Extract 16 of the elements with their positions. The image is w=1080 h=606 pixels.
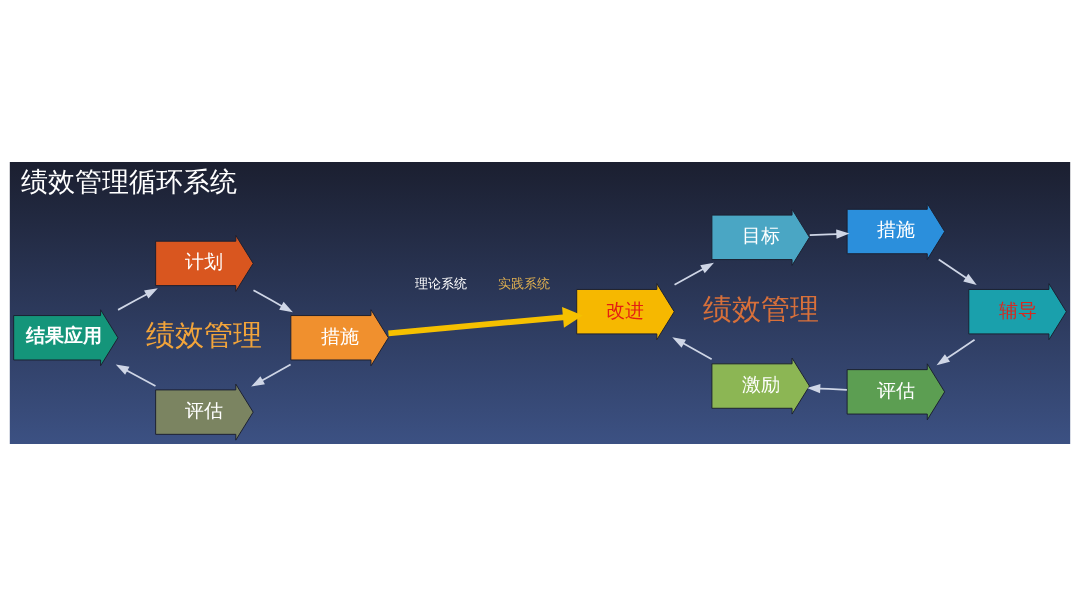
label: 理论系统 [415,275,468,291]
diagram-title: 绩效管理循环系统 [21,166,238,198]
arrow [937,258,977,285]
arrow [673,262,714,286]
arrow [936,338,976,366]
arrow [117,288,158,311]
label: 绩效管理 [702,291,819,326]
arrow [388,307,583,337]
label: 实践系统 [497,275,550,291]
arrow [251,363,292,387]
arrow [672,337,713,361]
arrow [115,364,157,387]
label: 绩效管理 [146,318,263,353]
arrow [252,289,293,313]
arrow [808,229,850,239]
arrow [807,384,848,394]
